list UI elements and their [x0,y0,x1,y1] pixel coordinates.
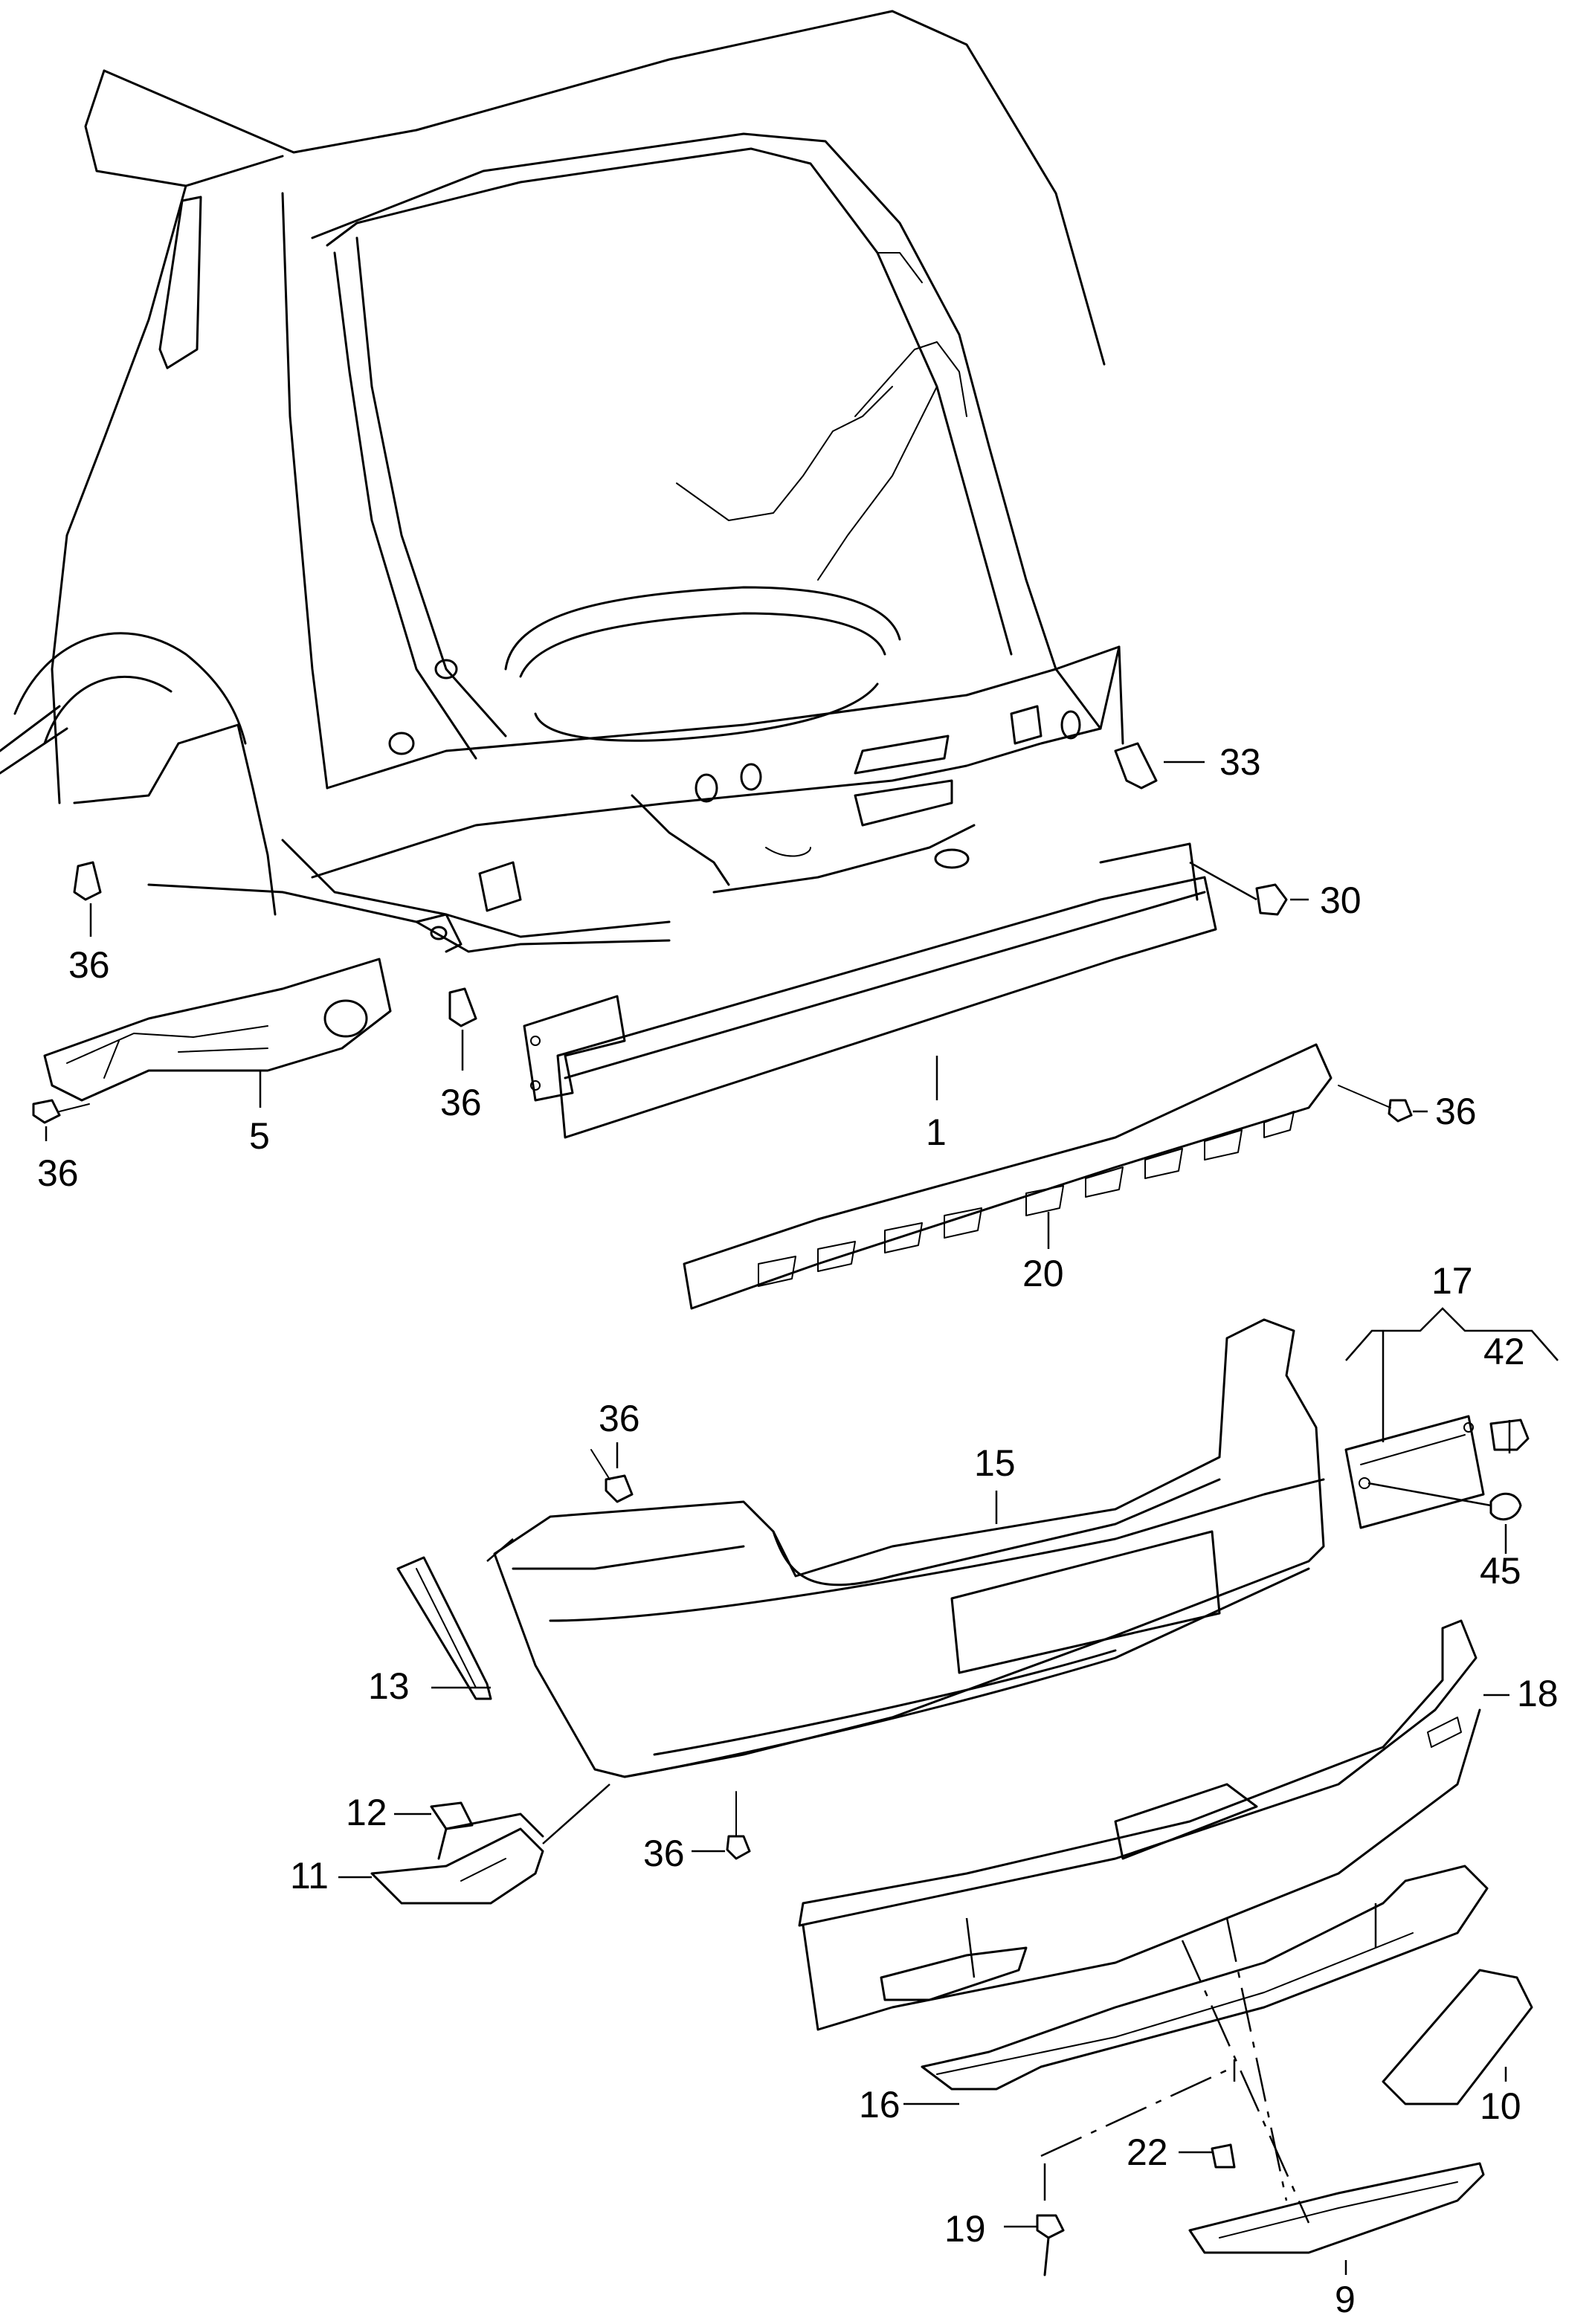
callout-39-center: 36 [440,1082,482,1123]
callout-33: 33 [1219,741,1261,783]
callout-1: 1 [926,1111,947,1153]
fasteners [32,742,1413,1860]
construction-lines [1040,1917,1310,2224]
callout-11: 11 [290,1855,329,1897]
callout-39-left: 36 [68,944,110,986]
part-18-lower-bumper-trim [798,1619,1481,2031]
callout-12: 12 [346,1792,387,1833]
part-13-trim-cap [396,1556,492,1700]
part-45-clip [1489,1492,1522,1521]
callout-45: 45 [1480,1550,1521,1592]
callout-36-top: 36 [599,1398,640,1439]
callout-30: 30 [1320,879,1362,921]
part-20-energy-absorber [683,1043,1333,1310]
callout-20: 20 [1022,1253,1064,1294]
car-body-rear [0,10,1124,953]
callout-10: 10 [1480,2085,1521,2127]
part-15-bumper-cover [493,1318,1325,1778]
callout-36-right: 36 [1435,1091,1477,1132]
part-16-undertray [921,1865,1489,2091]
callout-36-left: 36 [37,1152,79,1194]
callout-13: 13 [368,1665,410,1707]
part-17-license-plate-bracket [1344,1415,1485,1529]
callout-19: 19 [944,2208,986,2250]
callout-9: 9 [1335,2279,1356,2320]
callout-labels: 33 30 36 36 5 1 36 36 20 17 42 36 15 45 … [37,741,1559,2320]
part-1-bumper-carrier [523,842,1217,1139]
callout-15: 15 [974,1442,1016,1484]
part-11-guide-bracket [370,1813,544,1905]
callout-18: 18 [1517,1673,1559,1714]
part-22-clip [1211,2143,1236,2169]
part-10-side-cover [1382,1969,1533,2105]
part-5-bumper-guide-left [43,958,392,1102]
callout-16: 16 [859,2084,900,2126]
part-19-rivet [1036,2214,1065,2276]
callout-17: 17 [1431,1260,1473,1302]
callout-5: 5 [249,1115,270,1157]
callout-22: 22 [1127,2131,1168,2173]
part-9-trim-strip [1188,2162,1485,2254]
callout-42: 42 [1483,1331,1525,1372]
part-42-nut [1489,1418,1530,1451]
part-12-clip [430,1801,474,1830]
leader-lines [45,761,1559,2275]
callout-36-bottom: 36 [643,1833,685,1874]
